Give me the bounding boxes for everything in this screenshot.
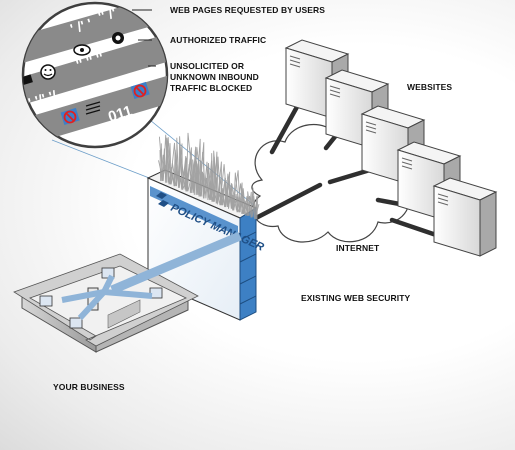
blocked-traffic-spikes bbox=[158, 132, 260, 220]
film-icon bbox=[23, 74, 33, 86]
label-blocked-line-2: UNKNOWN INBOUND bbox=[170, 72, 259, 82]
blocked-icon bbox=[60, 107, 80, 126]
label-existing-web-security: EXISTING WEB SECURITY bbox=[301, 293, 411, 303]
traffic-beams bbox=[61, 231, 242, 321]
svg-text:'' /': '' /' bbox=[96, 4, 118, 24]
server-icon bbox=[324, 69, 390, 149]
label-your-business: YOUR BUSINESS bbox=[53, 382, 125, 392]
smiley-icon bbox=[40, 64, 56, 80]
label-websites: WEBSITES bbox=[407, 82, 453, 92]
blocked-icon bbox=[130, 81, 150, 100]
label-web-pages-requested: WEB PAGES REQUESTED BY USERS bbox=[170, 5, 326, 15]
spike-line bbox=[160, 136, 258, 220]
label-authorized-traffic: AUTHORIZED TRAFFIC bbox=[170, 35, 267, 45]
server-icon bbox=[432, 177, 498, 257]
svg-text:' /' ': ' /' ' bbox=[68, 15, 93, 37]
traffic-code-right: 011 bbox=[106, 102, 134, 125]
traffic-code-left: 01 bbox=[26, 127, 47, 148]
label-blocked-traffic: UNSOLICITED OR UNKNOWN INBOUND TRAFFIC B… bbox=[170, 61, 259, 94]
label-blocked-line-3: TRAFFIC BLOCKED bbox=[170, 83, 253, 93]
traffic-magnifier: ' '/' '/ '' '' '' ' /' ' '' /' 01 011 bbox=[21, 1, 169, 149]
label-internet: INTERNET bbox=[336, 243, 380, 253]
websites-servers bbox=[284, 39, 498, 257]
document-icon bbox=[85, 101, 101, 115]
label-blocked-line-1: UNSOLICITED OR bbox=[170, 61, 245, 71]
